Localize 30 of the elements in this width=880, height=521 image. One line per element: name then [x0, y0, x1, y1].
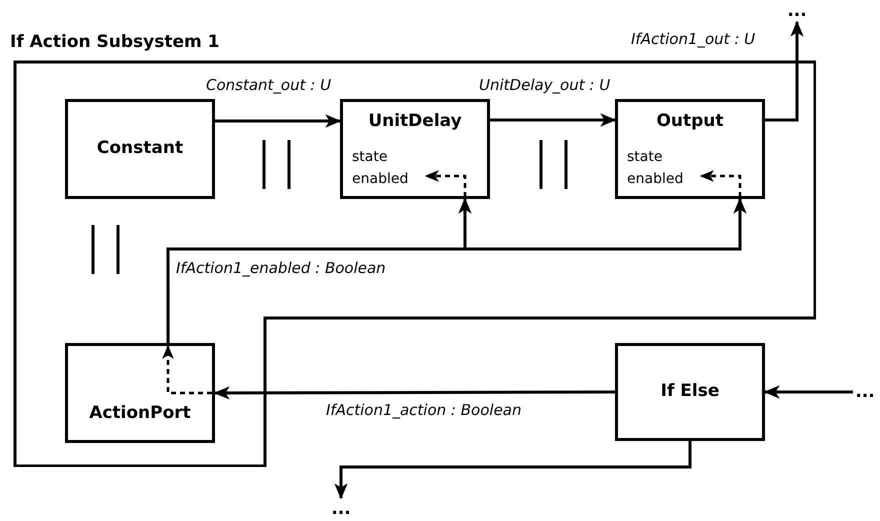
arrow — [764, 385, 853, 399]
arrow — [166, 198, 747, 343]
arrow — [490, 113, 616, 127]
property-text: state — [352, 150, 388, 164]
ellipsis-text: ... — [787, 2, 807, 20]
edge-label: UnitDelay_out : U — [478, 76, 612, 95]
block-box — [340, 99, 490, 199]
property-text: state — [627, 150, 662, 164]
arrow — [214, 386, 615, 400]
property-text: enabled — [352, 172, 408, 186]
property-text: enabled — [627, 172, 684, 186]
edge-label: Constant_out : U — [205, 76, 332, 95]
edge-label: IfAction1_out : U — [630, 30, 756, 49]
ellipsis-text: ... — [331, 500, 351, 518]
block-box — [615, 343, 765, 441]
arrow — [334, 441, 692, 500]
block-title: Constant — [96, 137, 184, 160]
ellipsis-text: ... — [855, 384, 875, 400]
block-title: ActionPort — [89, 402, 191, 424]
arrow — [215, 114, 342, 128]
edge-label: IfAction1_action : Boolean — [325, 401, 522, 420]
block-box — [615, 99, 765, 199]
arrow — [765, 20, 804, 122]
block-box — [65, 99, 215, 199]
block-title: UnitDelay — [367, 110, 463, 133]
block-title: If Else — [660, 380, 720, 404]
block-box — [65, 343, 215, 443]
edge-label: IfAction1_enabled : Boolean — [175, 259, 387, 278]
block-title: Output — [655, 110, 725, 133]
subsystem-title: If Action Subsystem 1 — [10, 31, 220, 54]
